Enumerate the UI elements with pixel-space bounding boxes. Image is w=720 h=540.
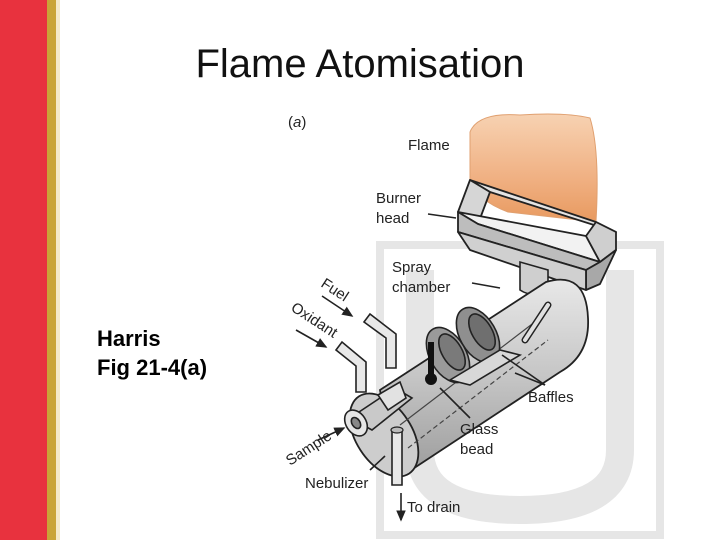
oxidant-tube	[334, 340, 367, 393]
glass-label-line2: bead	[460, 441, 493, 458]
nebulizer-label: Nebulizer	[305, 475, 368, 492]
drain-tube	[391, 429, 403, 486]
sample-label: Sample	[283, 427, 335, 469]
left-gold-stripe	[47, 0, 56, 540]
baffles	[425, 301, 552, 386]
burner-head	[457, 179, 617, 291]
drain-label: To drain	[407, 499, 460, 516]
spray-label-line1: Spray	[392, 259, 432, 276]
flame-label: Flame	[408, 137, 450, 154]
fuel-tube	[362, 312, 397, 369]
fuel-arrow	[321, 295, 354, 317]
oxidant-label: Oxidant	[288, 299, 341, 342]
glass-bead	[425, 342, 437, 385]
spray-label-line2: chamber	[392, 279, 450, 296]
baffles-label: Baffles	[528, 389, 574, 406]
panel-letter-label: (a)	[288, 114, 306, 131]
caption-figure-ref: Fig 21-4(a)	[97, 355, 208, 380]
left-cream-stripe	[56, 0, 60, 540]
sample-arrow	[317, 427, 346, 441]
oxidant-arrow	[295, 329, 328, 348]
fuel-label: Fuel	[318, 275, 352, 305]
left-red-stripe	[0, 0, 47, 540]
caption-author: Harris	[97, 326, 161, 351]
burner-label-line1: Burner	[376, 190, 421, 207]
figure-caption: Harris Fig 21-4(a)	[97, 324, 207, 382]
burner-label-line2: head	[376, 210, 409, 227]
leader-lines	[369, 213, 546, 471]
glass-label-line1: Glass	[460, 421, 498, 438]
nebulizer	[343, 380, 414, 437]
slide-title: Flame Atomisation	[195, 42, 525, 86]
